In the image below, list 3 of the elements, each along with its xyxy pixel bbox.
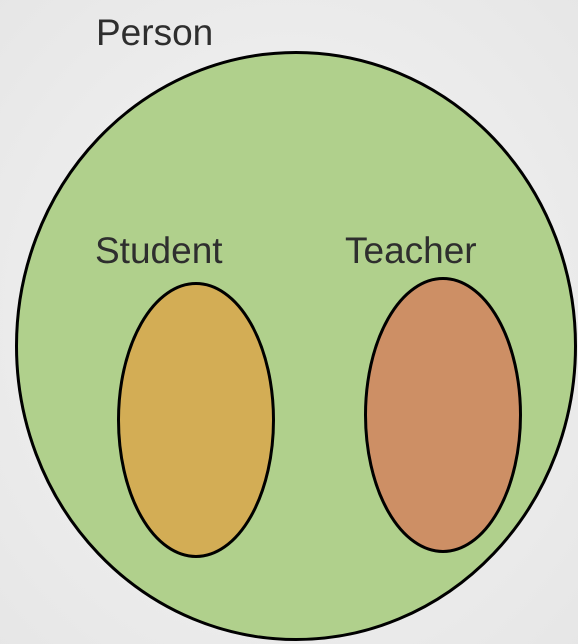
- set-label: Person: [96, 14, 214, 51]
- set-label: Student: [95, 232, 223, 269]
- set-label: Teacher: [345, 232, 477, 269]
